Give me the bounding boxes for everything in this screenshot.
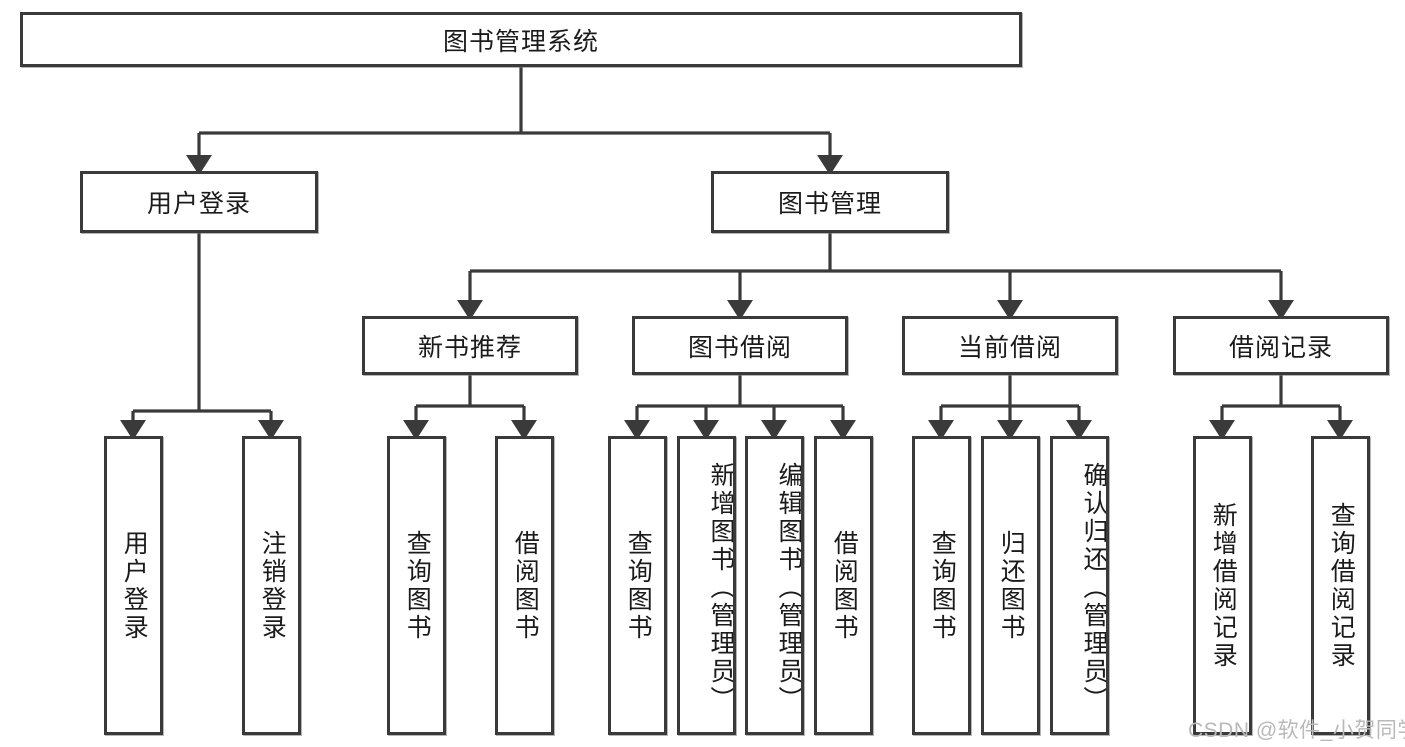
leaf-return-book-label: 归还图书 (997, 529, 1026, 642)
leaf-add-book-admin-label: 新增图书（管理员） (707, 461, 733, 714)
node-user-login[interactable]: 用户登录 (80, 171, 318, 233)
leaf-borrow-book-2[interactable]: 借阅图书 (814, 436, 873, 735)
leaf-borrow-book-1[interactable]: 借阅图书 (495, 436, 554, 735)
leaf-borrow-book-2-label: 借阅图书 (830, 529, 859, 642)
leaf-return-book[interactable]: 归还图书 (981, 436, 1040, 735)
node-current-borrow[interactable]: 当前借阅 (902, 316, 1118, 375)
leaf-confirm-return-admin-label: 确认归还（管理员） (1080, 461, 1106, 714)
node-root[interactable]: 图书管理系统 (20, 12, 1022, 67)
node-root-label: 图书管理系统 (442, 27, 599, 56)
leaf-query-book-2[interactable]: 查询图书 (608, 436, 667, 735)
node-new-book-recommend-label: 新书推荐 (417, 333, 522, 362)
leaf-edit-book-admin[interactable]: 编辑图书（管理员） (745, 436, 804, 735)
node-current-borrow-label: 当前借阅 (957, 333, 1062, 362)
leaf-query-book-1[interactable]: 查询图书 (387, 436, 446, 735)
node-borrow-record-label: 借阅记录 (1228, 333, 1333, 362)
node-user-login-label: 用户登录 (146, 190, 251, 218)
leaf-add-borrow-record[interactable]: 新增借阅记录 (1193, 436, 1252, 735)
leaf-user-login[interactable]: 用户登录 (104, 436, 163, 735)
leaf-query-borrow-record-label: 查询借阅记录 (1327, 501, 1356, 670)
leaf-confirm-return-admin[interactable]: 确认归还（管理员） (1050, 436, 1109, 735)
leaf-query-book-3-label: 查询图书 (928, 529, 957, 642)
leaf-add-borrow-record-label: 新增借阅记录 (1209, 501, 1238, 670)
leaf-edit-book-admin-label: 编辑图书（管理员） (775, 461, 801, 714)
leaf-query-book-3[interactable]: 查询图书 (912, 436, 971, 735)
node-book-borrow[interactable]: 图书借阅 (632, 316, 848, 375)
node-new-book-recommend[interactable]: 新书推荐 (362, 316, 578, 375)
leaf-logout[interactable]: 注销登录 (242, 436, 301, 735)
leaf-query-book-1-label: 查询图书 (403, 529, 432, 642)
node-book-management[interactable]: 图书管理 (711, 171, 949, 233)
leaf-query-borrow-record[interactable]: 查询借阅记录 (1311, 436, 1370, 735)
watermark-text: CSDN @软件_小贺同学 (1188, 719, 1405, 742)
leaf-borrow-book-1-label: 借阅图书 (511, 529, 540, 642)
leaf-user-login-label: 用户登录 (120, 529, 149, 642)
node-book-management-label: 图书管理 (777, 190, 882, 218)
leaf-logout-label: 注销登录 (258, 529, 287, 642)
leaf-add-book-admin[interactable]: 新增图书（管理员） (677, 436, 736, 735)
node-book-borrow-label: 图书借阅 (687, 333, 792, 362)
leaf-query-book-2-label: 查询图书 (624, 529, 653, 642)
node-borrow-record[interactable]: 借阅记录 (1173, 316, 1389, 375)
